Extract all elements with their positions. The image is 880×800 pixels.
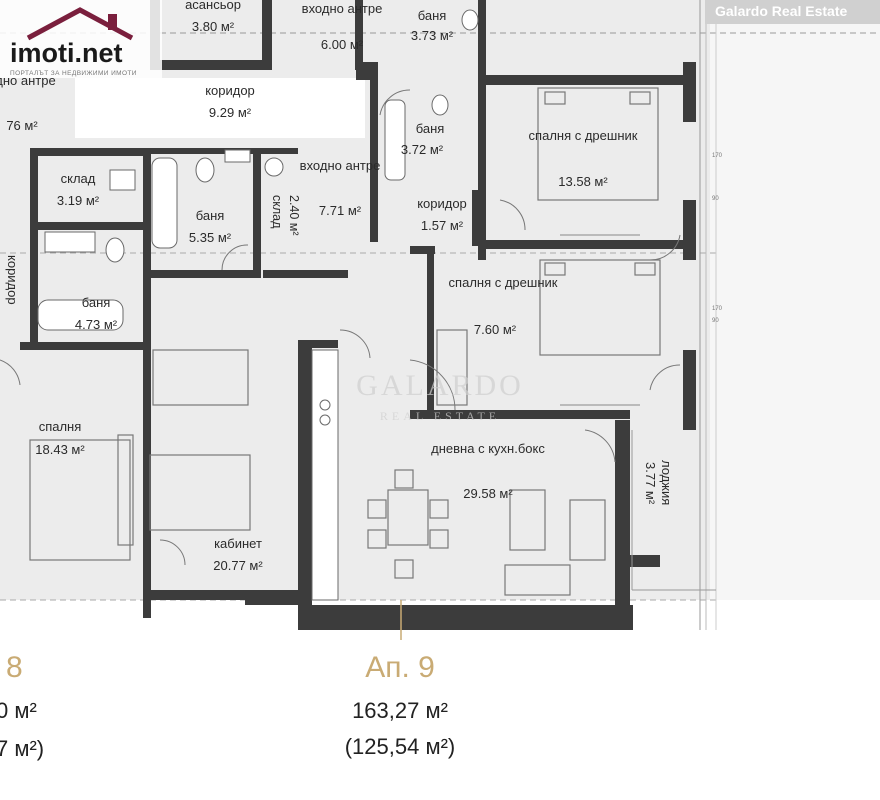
room-name: спалня с дрешник	[449, 275, 558, 290]
right-margin	[710, 0, 880, 630]
room-area: 2.40 м²	[287, 195, 301, 236]
room-name: входно антре	[302, 1, 383, 16]
room-name: асансьор	[185, 0, 241, 12]
furniture	[29, 87, 661, 596]
logo-text: imoti.net	[10, 38, 123, 68]
room-area: 13.58 м²	[558, 174, 608, 189]
apartment-name: Ап. 9	[365, 651, 435, 684]
room-name: баня	[82, 295, 111, 310]
room-name: спалня	[39, 419, 82, 434]
room-area: 3.72 м²	[401, 142, 444, 157]
room-name: кабинет	[214, 536, 262, 551]
dimension-tags: 170 90 170 90	[712, 153, 723, 324]
dimension-tag: 170	[712, 306, 723, 312]
room-name: баня	[196, 208, 225, 223]
room-name: спалня с дрешник	[529, 128, 638, 143]
room-area: 5.35 м²	[189, 230, 232, 245]
apartment-name: 8	[6, 651, 23, 684]
apartment-area: 0 м²	[0, 698, 37, 723]
room-area: 3.19 м²	[57, 193, 100, 208]
facade-lines	[631, 0, 717, 630]
corridor-area	[75, 78, 365, 138]
logo-tagline: ПОРТАЛЪТ ЗА НЕДВИЖИМИ ИМОТИ	[10, 70, 137, 77]
room-name: коридор	[5, 255, 20, 305]
room-area: 6.00 м²	[321, 37, 364, 52]
room-area: 76 м²	[6, 118, 38, 133]
apartment-info: 8 0 м² 7 м²) Ап. 9 163,27 м² (125,54 м²)	[0, 651, 455, 761]
room-name: коридор	[205, 83, 255, 98]
logo: imoti.net ПОРТАЛЪТ ЗА НЕДВИЖИМИ ИМОТИ	[0, 0, 162, 78]
dimension-tag: 90	[712, 318, 719, 324]
apartment-net-area: 7 м²)	[0, 736, 44, 761]
walls	[20, 0, 696, 630]
chimney-icon	[108, 14, 117, 30]
room-area: 9.29 м²	[209, 105, 252, 120]
agency-label-bg	[705, 0, 880, 24]
room-name: лоджия	[659, 460, 674, 505]
watermark-text: GALARDO	[356, 369, 524, 402]
room-name: баня	[416, 121, 445, 136]
room-name: баня	[418, 8, 447, 23]
room-area: 3.77 м²	[643, 462, 658, 505]
room-name: дневна с кухн.бокс	[431, 441, 545, 456]
room-name: входно антре	[300, 158, 381, 173]
apartment-net-area: (125,54 м²)	[345, 734, 456, 759]
fixtures	[37, 9, 479, 601]
room-area: 3.73 м²	[411, 28, 454, 43]
room-name: склад	[270, 195, 284, 229]
room-area: 7.71 м²	[319, 203, 362, 218]
watermark-subtext: REAL ESTATE	[380, 409, 500, 423]
room-area: 20.77 м²	[213, 558, 263, 573]
agency-name: Galardo Real Estate	[715, 3, 847, 19]
room-labels: асансьор 3.80 м² входно антре 6.00 м² ба…	[0, 0, 674, 573]
room-area: 3.80 м²	[192, 19, 235, 34]
doors	[0, 89, 681, 566]
room-name: склад	[61, 171, 96, 186]
dimension-tag: 170	[712, 153, 723, 159]
room-area: 18.43 м²	[35, 442, 85, 457]
room-area: 1.57 м²	[421, 218, 464, 233]
room-name: коридор	[417, 196, 467, 211]
apartment-area: 163,27 м²	[352, 698, 448, 723]
room-area: 4.73 м²	[75, 317, 118, 332]
room-area: 7.60 м²	[474, 322, 517, 337]
room-area: 29.58 м²	[463, 486, 513, 501]
dimension-tag: 90	[712, 196, 719, 202]
